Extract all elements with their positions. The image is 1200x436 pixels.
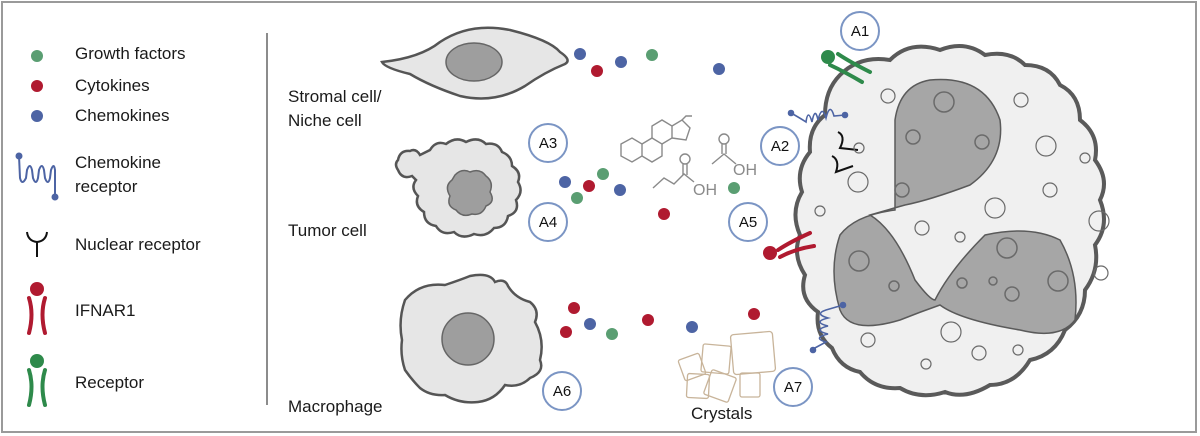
nuclear-receptor-legend-icon: [26, 231, 48, 257]
chemokine-receptor-upper: [787, 108, 849, 124]
annotation-a6: A6: [542, 371, 582, 411]
legend-label-ifnar1: IFNAR1: [75, 301, 136, 320]
chemokine-dots: [559, 48, 725, 333]
stromal-cell-label-1: Stromal cell/: [288, 87, 382, 106]
legend-label-chemokine-receptor-2: receptor: [75, 177, 138, 196]
annotation-a4: A4: [528, 202, 568, 242]
growth-factor-legend-dot: [31, 50, 43, 62]
annotation-a1: A1: [840, 11, 880, 51]
stromal-cell: [380, 26, 569, 100]
annotation-a5: A5: [728, 202, 768, 242]
tumor-cell: [394, 138, 522, 238]
legend-label-chemokine-receptor-1: Chemokine: [75, 153, 161, 172]
legend-label-chemokines: Chemokines: [75, 106, 170, 125]
chemokine-receptor-legend-icon: [15, 152, 59, 201]
annotation-a3: A3: [528, 123, 568, 163]
ifnar1-legend-icon: [27, 282, 47, 335]
butyrate-oh-label: OH: [693, 182, 717, 199]
steroid-molecule: [620, 115, 692, 163]
acetate-oh-label: OH: [733, 162, 757, 179]
legend-divider: [266, 33, 268, 405]
macrophage-cell: [399, 273, 543, 404]
stromal-cell-label-2: Niche cell: [288, 111, 362, 130]
acetate-molecule: [711, 133, 737, 165]
legend-label-receptor: Receptor: [75, 373, 144, 392]
crystals: [677, 330, 777, 403]
chemokine-receptor-lower: [809, 301, 847, 354]
receptor-on-neutrophil: [821, 50, 872, 84]
butyrate-molecule: [652, 153, 695, 189]
cytokine-legend-dot: [31, 80, 43, 92]
crystals-label: Crystals: [691, 404, 753, 423]
ifnar1-on-neutrophil: [763, 231, 816, 260]
macrophage-label: Macrophage: [288, 397, 383, 416]
legend-label-nuclear-receptor: Nuclear receptor: [75, 235, 201, 254]
neutrophil-cell: [793, 44, 1110, 398]
cytokine-dots: [560, 65, 760, 338]
growth-factor-dots: [571, 49, 740, 340]
annotation-a7: A7: [773, 367, 813, 407]
annotation-a2: A2: [760, 126, 800, 166]
legend-label-growth-factors: Growth factors: [75, 44, 186, 63]
legend-label-cytokines: Cytokines: [75, 76, 150, 95]
chemokine-legend-dot: [31, 110, 43, 122]
receptor-legend-icon: [27, 354, 47, 407]
tumor-cell-label: Tumor cell: [288, 221, 367, 240]
